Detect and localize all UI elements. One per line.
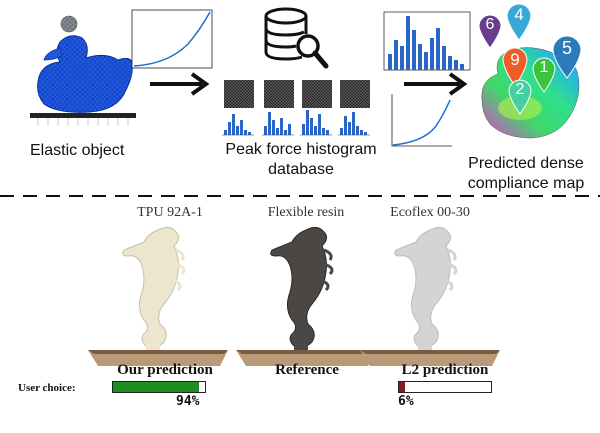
- marker-9-label: 9: [510, 50, 520, 69]
- force-curve-plot: [131, 9, 213, 69]
- user-choice-label: User choice:: [18, 382, 76, 394]
- compliance-label: Predicted dense compliance map: [452, 154, 600, 194]
- material-name-3: Ecoflex 00-30: [390, 205, 470, 220]
- arrow-right-2: [404, 72, 468, 96]
- database-label-line1: Peak force histogram: [225, 141, 377, 158]
- database-search-icon: [264, 7, 329, 69]
- database-label: Peak force histogram database: [196, 140, 406, 180]
- database-label-line2: database: [268, 161, 334, 178]
- compliance-label-line2: compliance map: [467, 175, 585, 192]
- marker-2-label: 2: [515, 81, 525, 98]
- compliance-curve-plot: [391, 94, 452, 147]
- marker-6: [478, 14, 502, 49]
- marker-4-label: 4: [514, 5, 524, 24]
- marker-2: [508, 79, 532, 115]
- histogram-samples: [222, 110, 370, 136]
- marker-1-label: 1: [539, 59, 549, 76]
- marker-9: [502, 47, 528, 87]
- l2-vote-bar: [398, 381, 492, 393]
- compliance-label-line1: Predicted dense: [468, 155, 584, 172]
- section-divider: [0, 195, 600, 197]
- material-name-2: Flexible resin: [267, 205, 345, 220]
- l2-vote-fill: [399, 382, 405, 392]
- seahorse-tpu: [88, 226, 228, 366]
- marker-4: [506, 3, 532, 41]
- marker-6-label: 6: [485, 16, 495, 33]
- ours-vote-bar: [112, 381, 206, 393]
- l2-vote-percent: 6%: [398, 394, 414, 409]
- elastic-object-label: Elastic object: [30, 142, 125, 159]
- peak-force-histogram-plot: [383, 11, 471, 71]
- mesh-cube-samples: [224, 80, 370, 108]
- marker-5-label: 5: [561, 38, 572, 58]
- caption-our-prediction: Our prediction: [117, 362, 213, 378]
- marker-1: [532, 57, 556, 93]
- caption-reference: Reference: [275, 362, 339, 378]
- ours-vote-fill: [113, 382, 200, 392]
- seahorse-resin: [236, 226, 376, 366]
- marker-5: [552, 35, 582, 79]
- arrow-right-1: [150, 72, 210, 96]
- duck-mesh: [30, 15, 136, 126]
- caption-l2-prediction: L2 prediction: [401, 362, 489, 378]
- ours-vote-percent: 94%: [176, 394, 200, 409]
- material-name-1: TPU 92A-1: [137, 205, 203, 220]
- seahorse-ecoflex: [360, 226, 500, 366]
